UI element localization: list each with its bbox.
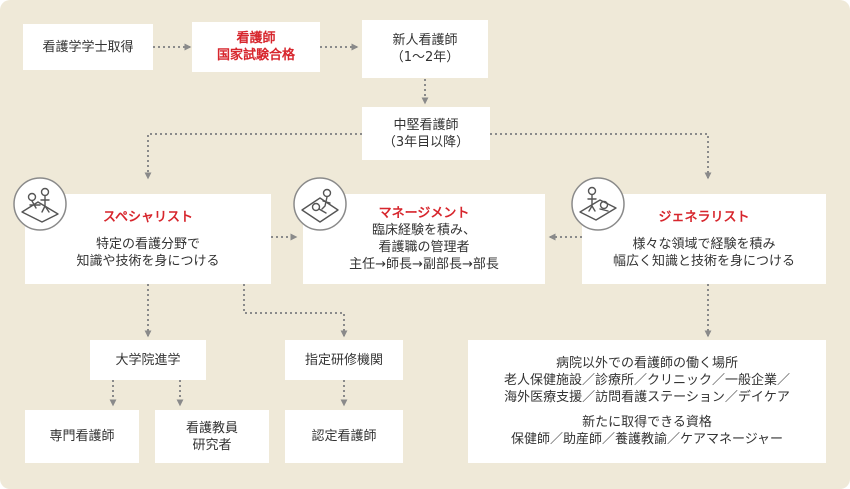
node-generalist-title: ジェネラリスト (658, 209, 750, 225)
node-new-nurse: 新人看護師 （1〜2年） (362, 20, 488, 78)
node-management-title: マネージメント (378, 206, 470, 221)
node-specialist-nurse: 専門看護師 (25, 410, 139, 463)
nurse-care-icon (571, 177, 625, 231)
node-specialist-line2: 知識や技術を身につける (76, 253, 220, 269)
node-mid-nurse-line1: 中堅看護師 (393, 117, 459, 133)
node-other-line1: 病院以外での看護師の働く場所 (555, 356, 738, 371)
node-certified-nurse-label: 認定看護師 (311, 429, 377, 444)
node-other-line5: 保健師／助産師／養護教諭／ケアマネージャー (510, 432, 784, 447)
node-bachelor-label: 看護学学士取得 (42, 39, 134, 55)
node-national-exam: 看護師 国家試験合格 (192, 22, 320, 72)
node-other-workplaces: 病院以外での看護師の働く場所 老人保健施設／診療所／クリニック／一般企業／ 海外… (468, 340, 826, 463)
node-designated-institution: 指定研修機関 (285, 340, 403, 380)
arrow-mid-to-specialist (144, 133, 362, 180)
node-management-line1: 臨床経験を積み、 (371, 223, 476, 238)
node-specialist-title: スペシャリスト (102, 209, 194, 225)
node-new-nurse-line2: （1〜2年） (390, 50, 460, 65)
node-certified-nurse: 認定看護師 (285, 410, 403, 463)
node-other-line3: 海外医療支援／訪問看護ステーション／デイケア (504, 390, 790, 405)
node-mid-nurse: 中堅看護師 （3年目以降） (362, 107, 490, 160)
node-grad-school-label: 大学院進学 (115, 352, 181, 368)
node-bachelor: 看護学学士取得 (23, 24, 153, 70)
node-national-exam-line2: 国家試験合格 (216, 48, 295, 63)
node-specialist-nurse-label: 専門看護師 (49, 429, 115, 444)
arrow-mid-to-generalist (490, 133, 712, 180)
node-generalist-line1: 様々な領域で経験を積み (632, 236, 776, 252)
node-designated-institution-label: 指定研修機関 (304, 352, 383, 368)
node-educator-line1: 看護教員 (185, 420, 238, 436)
nurse-care-icon (293, 177, 347, 231)
node-educator-line2: 研究者 (192, 437, 232, 453)
nurse-care-icon (13, 177, 67, 231)
node-grad-school: 大学院進学 (90, 340, 206, 380)
node-specialist-line1: 特定の看護分野で (95, 236, 200, 252)
node-management-line2: 看護職の管理者 (378, 240, 470, 255)
arrow-specialist-to-designated (243, 284, 348, 338)
node-national-exam-line1: 看護師 (236, 31, 276, 46)
node-management-line3: 主任→師長→副部長→部長 (349, 257, 499, 272)
node-other-line4: 新たに取得できる資格 (582, 415, 712, 430)
node-generalist-line2: 幅広く知識と技術を身につける (612, 253, 795, 269)
node-educator-researcher: 看護教員 研究者 (155, 410, 269, 463)
node-mid-nurse-line2: （3年目以降） (382, 134, 470, 150)
node-other-line2: 老人保健施設／診療所／クリニック／一般企業／ (503, 373, 790, 388)
node-new-nurse-line1: 新人看護師 (392, 33, 458, 48)
